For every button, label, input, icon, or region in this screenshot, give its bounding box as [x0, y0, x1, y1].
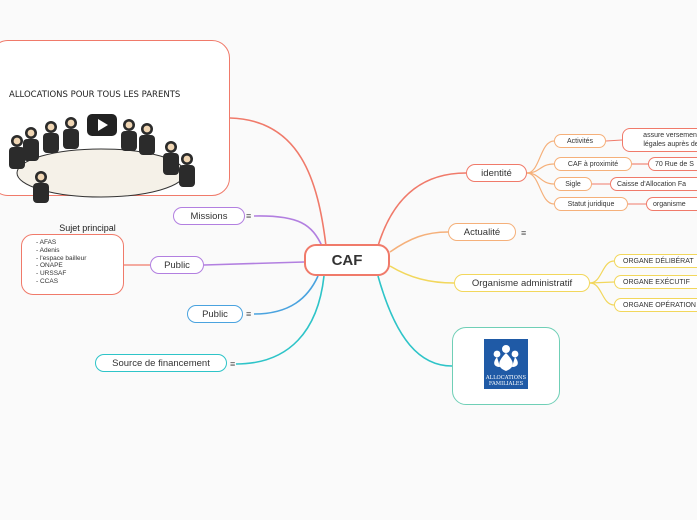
identite-child-sigle[interactable]: Sigle	[554, 177, 592, 191]
organe-deliberatif[interactable]: ORGANE DÉLIBÉRAT	[614, 254, 697, 268]
link-id-1	[526, 140, 555, 174]
identite-child-activites[interactable]: Activités	[554, 134, 606, 148]
list-item: URSSAF	[36, 270, 123, 278]
organe-executif[interactable]: ORGANE EXÉCUTIF	[614, 275, 697, 289]
identite-child-label: Statut juridique	[567, 200, 615, 208]
missions-label: Missions	[190, 210, 228, 222]
topic-caption: Sujet principal	[59, 223, 116, 233]
identite-detail-caf[interactable]: 70 Rue de S	[648, 157, 697, 171]
list-item: ONAPE	[36, 262, 123, 270]
organe-label: ORGANE DÉLIBÉRAT	[623, 257, 694, 265]
actualite-node[interactable]: Actualité	[448, 223, 516, 241]
identite-child-label: CAF à proximité	[567, 160, 619, 168]
link-org-3	[589, 282, 615, 306]
organe-label: ORGANE EXÉCUTIF	[623, 278, 690, 286]
identite-detail-text: Caisse d'Allocation Fa	[617, 180, 687, 188]
topic-card[interactable]: ALLOCATIONS POUR TOUS LES PARENTS	[0, 40, 230, 233]
link-org-1	[589, 260, 615, 284]
identite-detail-text: 70 Rue de S	[655, 160, 694, 168]
play-icon[interactable]	[87, 114, 117, 136]
missions-node[interactable]: Missions	[173, 207, 245, 225]
link-missions	[253, 215, 323, 247]
identite-child-label: Activités	[566, 137, 594, 145]
link-public	[253, 275, 319, 315]
missions-collapse-icon[interactable]: ≡	[246, 211, 252, 221]
identite-node[interactable]: identité	[466, 164, 527, 182]
organe-label: ORGANE OPÉRATION	[623, 301, 696, 309]
link-id-4	[526, 172, 555, 205]
link-actualite	[389, 231, 449, 253]
identite-detail-text: organisme	[653, 200, 686, 208]
public-node[interactable]: Public	[187, 305, 243, 323]
organisme-label: Organisme administratif	[471, 277, 573, 289]
organe-operationnel[interactable]: ORGANE OPÉRATION	[614, 298, 697, 312]
central-node[interactable]: CAF	[304, 244, 390, 276]
logo-card[interactable]: ALLOCATIONS FAMILIALES	[452, 327, 560, 405]
list-item: Adenis	[36, 247, 123, 255]
public-list-box[interactable]: AFAS Adenis l'espace bailleur ONAPE URSS…	[21, 234, 124, 295]
list-item: l'espace bailleur	[36, 255, 123, 263]
logo-line2: FAMILIALES	[489, 381, 524, 387]
financement-collapse-icon[interactable]: ≡	[230, 359, 236, 369]
actualite-label: Actualité	[463, 226, 501, 238]
identite-child-statut[interactable]: Statut juridique	[554, 197, 628, 211]
identite-label: identité	[481, 167, 512, 179]
caf-logo: ALLOCATIONS FAMILIALES	[484, 339, 528, 389]
public-list: AFAS Adenis l'espace bailleur ONAPE URSS…	[36, 239, 123, 286]
actualite-collapse-icon[interactable]: ≡	[521, 228, 527, 238]
logo-line1: ALLOCATIONS	[485, 375, 527, 381]
link-id-1-d	[605, 139, 623, 142]
link-public-list	[203, 261, 305, 266]
link-organisme	[389, 265, 455, 284]
public-list-node[interactable]: Public	[150, 256, 204, 274]
financement-node[interactable]: Source de financement	[95, 354, 227, 372]
topic-illustration-title: ALLOCATIONS POUR TOUS LES PARENTS	[9, 90, 180, 100]
public-collapse-icon[interactable]: ≡	[246, 309, 252, 319]
list-item: AFAS	[36, 239, 123, 247]
identite-detail-activites[interactable]: assure versement légales auprès de	[622, 128, 697, 152]
topic-illustration: ALLOCATIONS POUR TOUS LES PARENTS	[1, 49, 204, 217]
link-identite	[377, 172, 467, 247]
link-org-2	[589, 281, 615, 284]
identite-child-caf[interactable]: CAF à proximité	[554, 157, 632, 171]
public-label: Public	[202, 308, 228, 320]
financement-label: Source de financement	[112, 357, 210, 369]
identite-detail-text: assure versement légales auprès de	[643, 132, 697, 148]
identite-child-label: Sigle	[565, 180, 581, 188]
central-label: CAF	[331, 251, 363, 269]
link-topic	[229, 117, 327, 247]
list-item: CCAS	[36, 278, 123, 286]
identite-detail-sigle[interactable]: Caisse d'Allocation Fa	[610, 177, 697, 191]
identite-detail-statut[interactable]: organisme	[646, 197, 697, 211]
link-financement	[235, 275, 325, 365]
link-logo	[377, 275, 453, 367]
public-list-node-label: Public	[164, 259, 190, 271]
organisme-node[interactable]: Organisme administratif	[454, 274, 590, 292]
